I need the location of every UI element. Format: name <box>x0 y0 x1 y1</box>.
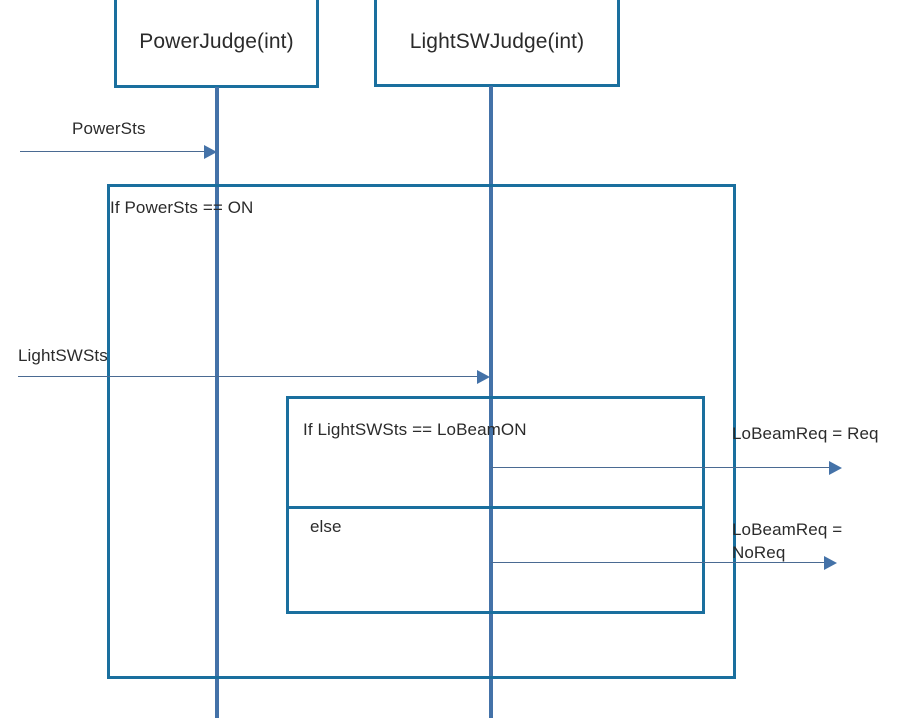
message-label-lobeamreq-req: LoBeamReq = Req <box>732 424 879 443</box>
lifeline-lightswjudge <box>489 86 493 718</box>
fragment-guard-inner-if: If LightSWSts == LoBeamON <box>303 420 527 439</box>
message-line-lightswsts <box>18 376 478 377</box>
arrow-head-icon-lightswsts <box>477 370 490 384</box>
arrow-head-icon-lobeamreq-req <box>829 461 842 475</box>
lifeline-powerjudge <box>215 87 219 718</box>
fragment-guard-inner-else: else <box>310 517 342 536</box>
message-line-lobeamreq-noreq <box>491 562 825 563</box>
fragment-guard-outer: If PowerSts == ON <box>110 198 254 217</box>
fragment-frame-outer <box>107 184 736 679</box>
participant-lightswjudge-label: LightSWJudge(int) <box>409 30 585 53</box>
fragment-frame-inner <box>286 396 705 614</box>
message-label-powersts: PowerSts <box>72 119 146 138</box>
message-label-lobeamreq-noreq: LoBeamReq = NoReq <box>732 520 843 562</box>
message-line-lobeamreq-req <box>491 467 830 468</box>
participant-lightswjudge[interactable]: LightSWJudge(int) <box>374 0 620 87</box>
participant-powerjudge[interactable]: PowerJudge(int) <box>114 0 319 88</box>
participant-powerjudge-label: PowerJudge(int) <box>139 30 294 53</box>
fragment-divider-inner <box>286 506 705 509</box>
message-label-lightswsts: LightSWSts <box>18 346 108 365</box>
arrow-head-icon-powersts <box>204 145 217 159</box>
message-line-powersts <box>20 151 206 152</box>
arrow-head-icon-lobeamreq-noreq <box>824 556 837 570</box>
